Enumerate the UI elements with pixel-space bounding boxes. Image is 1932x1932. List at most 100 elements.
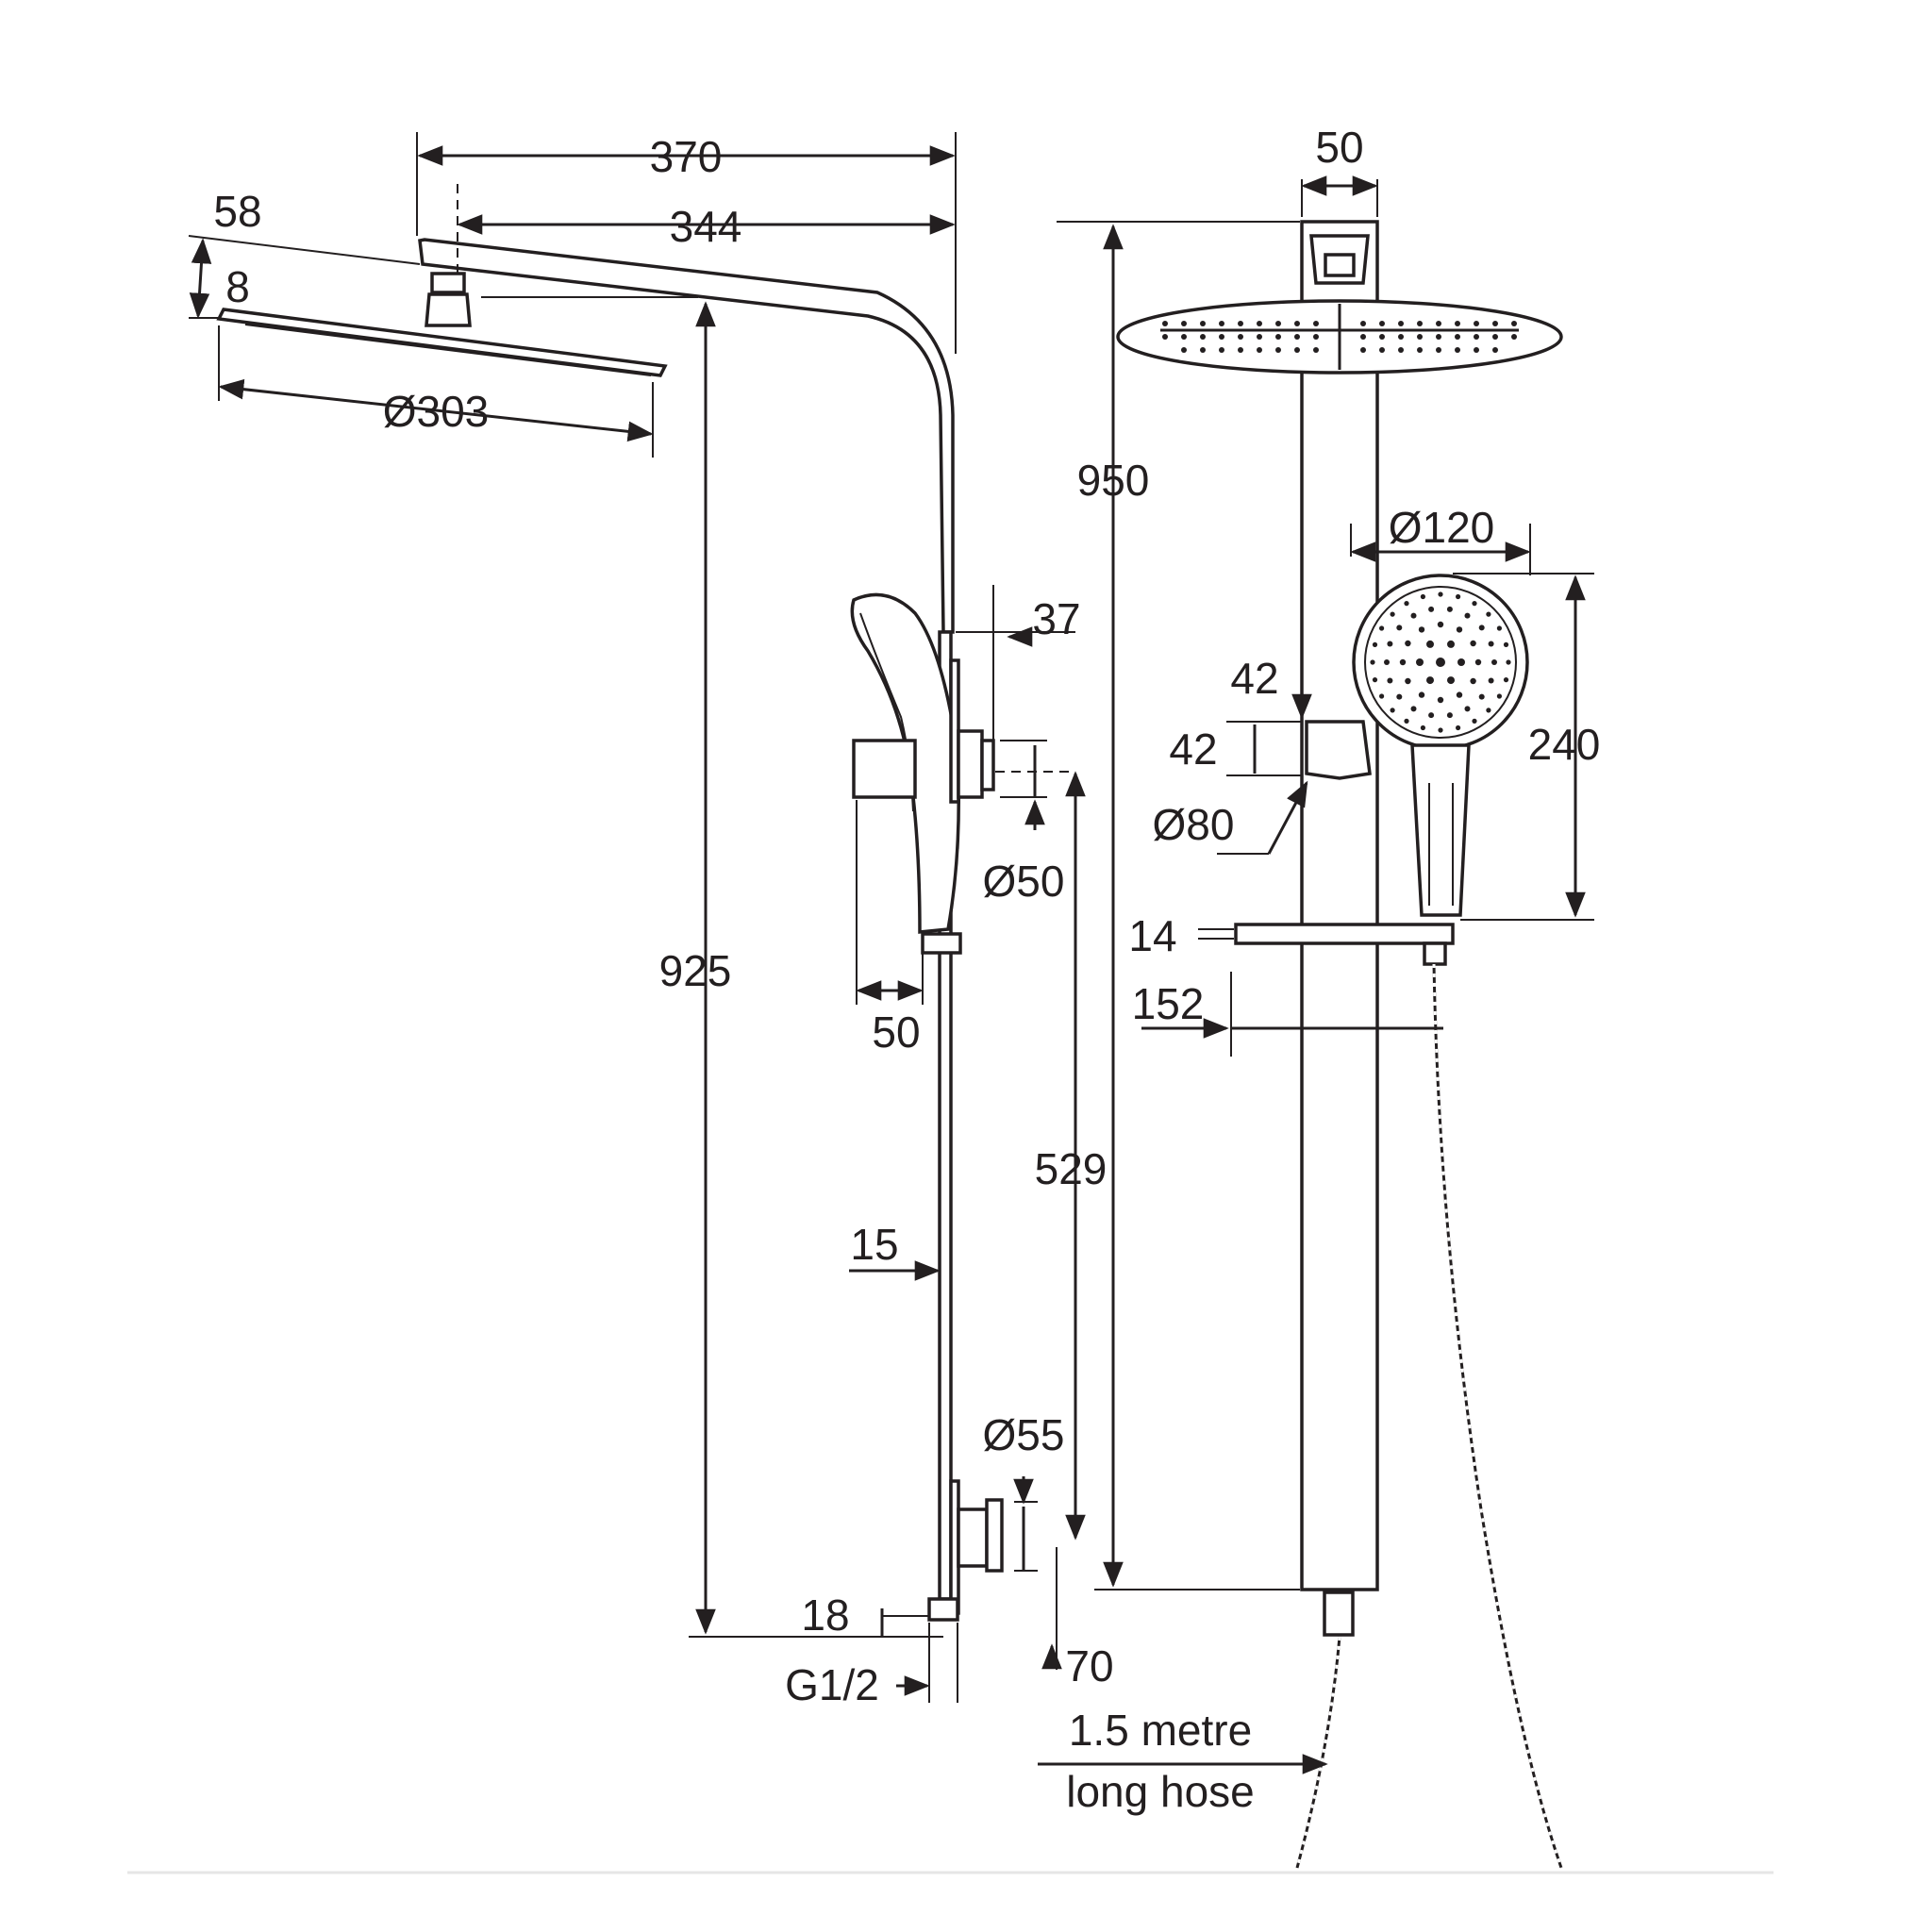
side-view: 370 344 58 8 Ø303 37 Ø50 925 50 529 15 Ø… — [188, 132, 1114, 1709]
dim-rail-diameter: 15 — [850, 1220, 898, 1269]
nozzle-dot — [1470, 677, 1476, 685]
head-nozzle-dot — [1436, 334, 1441, 340]
nozzle-dot — [1457, 658, 1465, 666]
nozzle-dot — [1446, 712, 1453, 719]
nozzle-dot — [1396, 625, 1403, 631]
head-nozzle-dot — [1379, 321, 1385, 326]
dim-overall-height: 925 — [659, 946, 732, 995]
front-view: 50 950 Ø120 42 42 Ø80 240 14 152 1.5 met… — [1038, 123, 1600, 1869]
head-nozzle-dot — [1398, 334, 1404, 340]
head-nozzle-dot — [1257, 347, 1262, 353]
nozzle-dot — [1372, 677, 1378, 683]
head-nozzle-dot — [1294, 347, 1300, 353]
nozzle-dot — [1404, 718, 1409, 724]
head-nozzle-dot — [1219, 321, 1224, 326]
nozzle-dot — [1426, 640, 1434, 648]
nozzle-dot — [1456, 691, 1463, 698]
dim-mount-centres: 529 — [1035, 1144, 1108, 1193]
head-nozzle-dot — [1360, 321, 1366, 326]
head-nozzle-dot — [1436, 321, 1441, 326]
nozzle-dot — [1486, 708, 1491, 713]
head-nozzle-dot — [1379, 347, 1385, 353]
nozzle-dot — [1387, 677, 1393, 684]
front-rail — [1300, 220, 1379, 1591]
head-nozzle-dot — [1398, 321, 1404, 326]
nozzle-dot — [1464, 706, 1471, 712]
dim-holder-depth: 50 — [872, 1008, 920, 1057]
nozzle-dot — [1472, 718, 1477, 724]
dim-inlet-height: 18 — [801, 1591, 849, 1640]
head-nozzle-dot — [1200, 321, 1206, 326]
nozzle-dot — [1506, 659, 1511, 665]
head-nozzle-dot — [1492, 347, 1498, 353]
nozzle-dot — [1472, 601, 1477, 607]
nozzle-dot — [1410, 612, 1417, 619]
overhead-nozzle-pattern — [1162, 321, 1517, 353]
dim-head-height: 58 — [213, 187, 261, 236]
hose-label-line1: 1.5 metre — [1069, 1706, 1252, 1755]
soap-shelf — [1234, 923, 1455, 945]
nozzle-dot — [1436, 658, 1445, 667]
dim-lower-bracket-diameter: Ø55 — [983, 1410, 1065, 1459]
nozzle-dot — [1370, 659, 1375, 665]
dim-holder-width: 42 — [1230, 654, 1278, 703]
head-nozzle-dot — [1360, 334, 1366, 340]
upper-wall-bracket — [852, 658, 995, 804]
nozzle-dot — [1478, 693, 1485, 700]
head-nozzle-dot — [1238, 334, 1243, 340]
nozzle-dot — [1438, 727, 1443, 733]
nozzle-dot — [1437, 696, 1444, 704]
inlet-nut — [927, 1597, 959, 1622]
dim-rail-height: 950 — [1077, 456, 1150, 505]
head-nozzle-dot — [1257, 321, 1262, 326]
nozzle-dot — [1416, 658, 1424, 666]
nozzle-dot — [1447, 676, 1455, 685]
head-nozzle-dot — [1511, 334, 1517, 340]
head-nozzle-dot — [1417, 321, 1423, 326]
head-nozzle-dot — [1398, 347, 1404, 353]
head-nozzle-dot — [1200, 347, 1206, 353]
overhead-shower-head — [216, 272, 668, 377]
head-nozzle-dot — [1474, 334, 1479, 340]
head-nozzle-dot — [1275, 347, 1281, 353]
head-nozzle-dot — [1436, 347, 1441, 353]
nozzle-dot — [1390, 708, 1395, 713]
nozzle-dot — [1488, 677, 1494, 684]
head-nozzle-dot — [1360, 347, 1366, 353]
head-nozzle-dot — [1162, 334, 1168, 340]
head-nozzle-dot — [1511, 321, 1517, 326]
nozzle-dot — [1456, 724, 1461, 731]
head-nozzle-dot — [1275, 321, 1281, 326]
nozzle-dot — [1420, 593, 1425, 600]
nozzle-dot — [1447, 640, 1455, 648]
head-nozzle-dot — [1417, 347, 1423, 353]
head-nozzle-dot — [1238, 347, 1243, 353]
dim-rail-width: 50 — [1315, 123, 1363, 172]
hand-shower-holder — [1305, 720, 1372, 780]
head-nozzle-dot — [1455, 347, 1460, 353]
nozzle-dot — [1379, 625, 1385, 631]
nozzle-dot — [1437, 621, 1444, 628]
dim-holder-base: Ø80 — [1153, 800, 1235, 849]
head-nozzle-dot — [1294, 321, 1300, 326]
head-nozzle-dot — [1257, 334, 1262, 340]
nozzle-dot — [1478, 625, 1485, 631]
head-nozzle-dot — [1455, 334, 1460, 340]
head-nozzle-dot — [1313, 347, 1319, 353]
nozzle-dot — [1396, 693, 1403, 700]
nozzle-dot — [1387, 641, 1393, 647]
nozzle-dot — [1456, 626, 1463, 633]
nozzle-dot — [1488, 641, 1494, 647]
flexible-hose — [1295, 963, 1563, 1869]
nozzle-dot — [1428, 606, 1435, 612]
head-nozzle-dot — [1455, 321, 1460, 326]
nozzle-dot — [1404, 601, 1409, 607]
head-nozzle-dot — [1275, 334, 1281, 340]
head-nozzle-dot — [1181, 334, 1187, 340]
head-nozzle-dot — [1219, 347, 1224, 353]
nozzle-dot — [1496, 693, 1502, 699]
head-nozzle-dot — [1219, 334, 1224, 340]
head-nozzle-dot — [1181, 321, 1187, 326]
dim-handshower-diameter: Ø120 — [1389, 503, 1495, 552]
